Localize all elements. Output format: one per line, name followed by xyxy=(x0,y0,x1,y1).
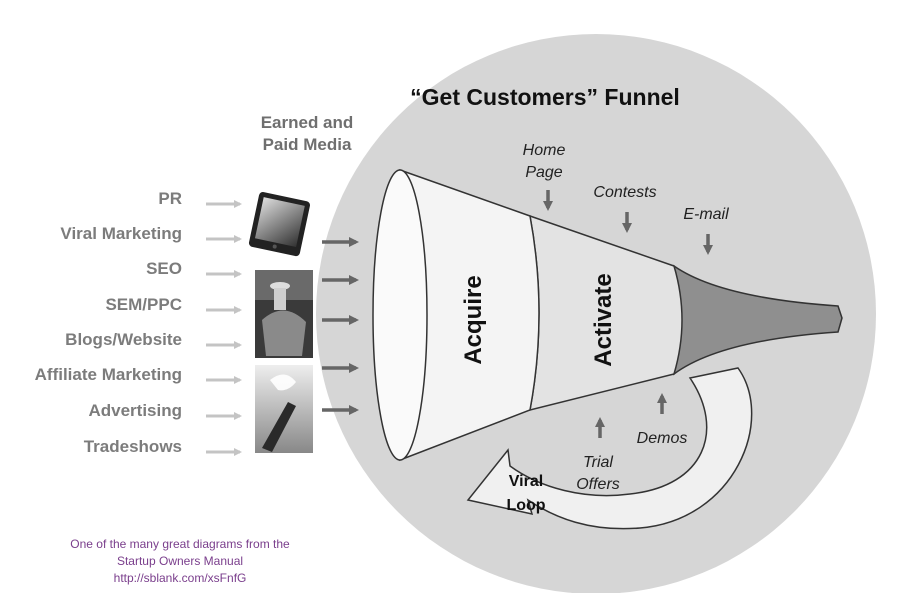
media-header: Earned and Paid Media xyxy=(242,112,372,156)
bottom-input-arrows xyxy=(595,393,667,438)
channel-arrows xyxy=(206,200,242,456)
channel-sem-ppc: SEM/PPC xyxy=(105,295,182,314)
viral-loop-line2: Loop xyxy=(506,497,546,514)
input-trial-offers-line1: Trial xyxy=(583,454,613,471)
funnel-neck xyxy=(673,264,843,376)
input-trial-offers: Trial Offers xyxy=(566,452,630,496)
channel-blogs-website: Blogs/Website xyxy=(65,330,182,349)
credit-note: One of the many great diagrams from the … xyxy=(40,536,320,587)
top-input-arrows xyxy=(543,190,713,255)
input-contests: Contests xyxy=(593,184,657,201)
stage-activate: Activate xyxy=(590,273,617,367)
channel-pr: PR xyxy=(158,189,182,208)
channel-tradeshows: Tradeshows xyxy=(83,437,182,456)
input-home-page-line2: Page xyxy=(525,164,563,181)
champagne-photo xyxy=(255,365,313,453)
input-home-page: Home Page xyxy=(504,140,584,184)
channel-viral-marketing: Viral Marketing xyxy=(60,224,182,243)
tablet-icon xyxy=(248,191,310,257)
cowboy-photo xyxy=(255,270,313,358)
media-header-line2: Paid Media xyxy=(262,135,352,154)
channel-seo: SEO xyxy=(146,259,182,278)
channel-advertising: Advertising xyxy=(88,401,182,420)
funnel-acquire-section xyxy=(399,168,540,462)
viral-loop-line1: Viral xyxy=(508,473,544,490)
credit-line2: Startup Owners Manual xyxy=(116,554,244,568)
stage-acquire: Acquire xyxy=(460,275,487,365)
input-demos: Demos xyxy=(636,430,688,447)
credit-line1: One of the many great diagrams from the xyxy=(70,537,290,551)
credit-link[interactable]: http://sblank.com/xsFnfG xyxy=(113,571,247,585)
media-arrows xyxy=(322,237,359,415)
channel-affiliate-marketing: Affiliate Marketing xyxy=(34,365,182,384)
input-email: E-mail xyxy=(683,206,729,223)
funnel-mouth xyxy=(372,169,428,461)
input-trial-offers-line2: Offers xyxy=(576,476,620,493)
viral-loop-label: Viral Loop xyxy=(490,470,562,518)
diagram-title: “Get Customers” Funnel xyxy=(410,84,680,110)
viral-loop-arrow xyxy=(466,367,753,530)
media-header-line1: Earned and xyxy=(260,113,354,132)
input-home-page-line1: Home xyxy=(522,142,566,159)
